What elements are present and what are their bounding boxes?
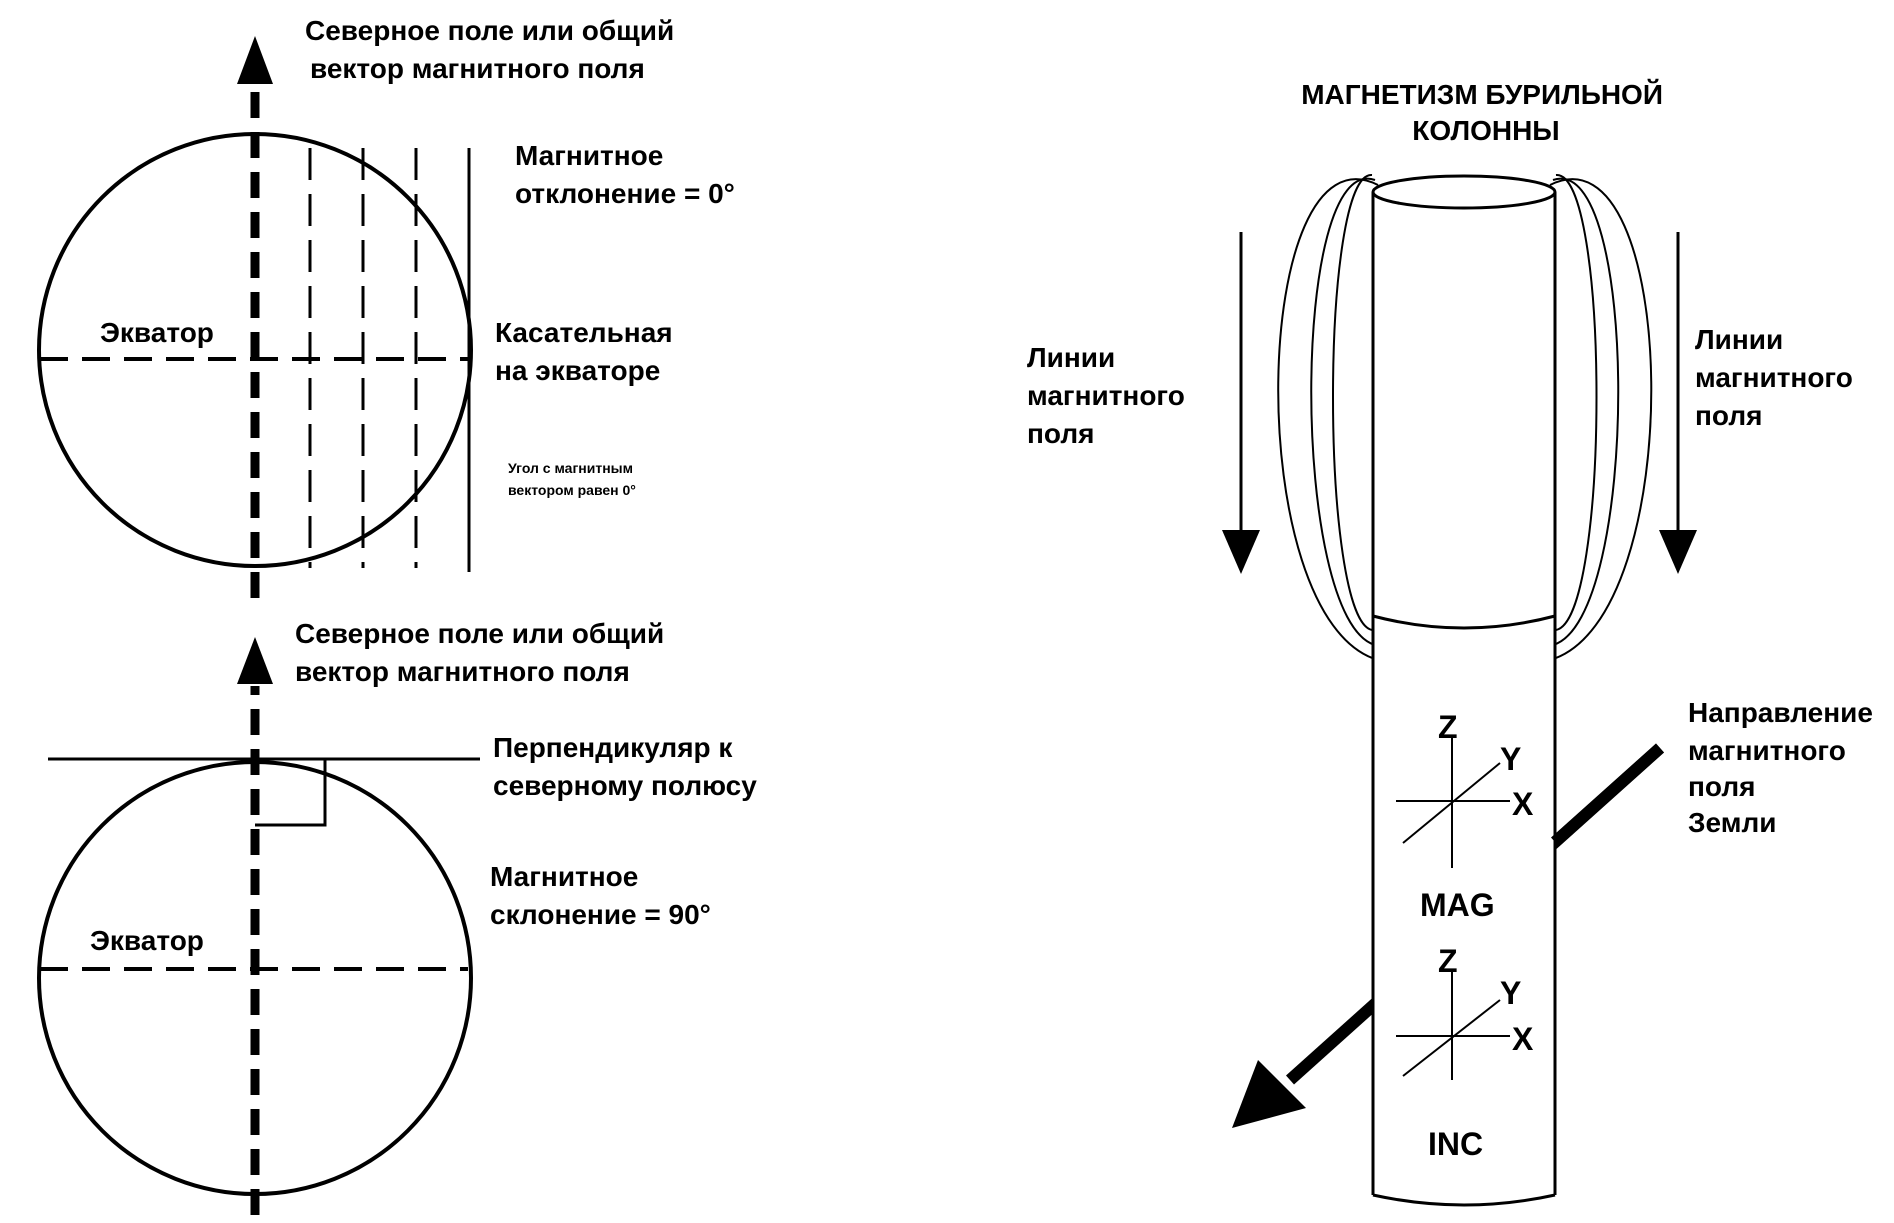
mag-x-axis-label: X [1512,786,1534,822]
field-loops-left [1277,173,1379,661]
drill-pipe-section-divider [1372,614,1556,630]
inc-z-axis-label: Z [1438,943,1458,979]
drill-pipe-bottom [1372,1193,1556,1207]
tangent-label: Касательная на экваторе [495,317,680,386]
earth-circle-bottom [37,760,473,1196]
inc-sensor-axes: Z Y X INC [1396,943,1534,1162]
equator-label-bottom: Экватор [90,925,204,956]
drill-string-title: МАГНЕТИЗМ БУРИЛЬНОЙ КОЛОННЫ [1301,78,1671,146]
north-arrowhead-bottom [237,637,273,684]
perpendicular-label: Перпендикуляр к северному полюсу [493,732,757,801]
inclination-label-bottom: Магнитное склонение = 90° [490,861,711,930]
field-loops-right [1549,173,1653,661]
earth-field-arrowhead [1232,1060,1306,1128]
inc-x-axis-label: X [1512,1021,1534,1057]
inc-y-axis-label: Y [1500,975,1521,1011]
mag-sensor-axes: Z Y X MAG [1396,709,1534,923]
bottom-earth-diagram: Северное поле или общий вектор магнитног… [37,618,757,1215]
top-earth-diagram: Северное поле или общий вектор магнитног… [37,15,735,598]
field-arrowhead-left [1222,530,1260,574]
earth-field-label: Направление магнитного поля Земли [1688,697,1881,838]
north-vector-label-bottom: Северное поле или общий вектор магнитног… [295,618,672,687]
equator-label-top: Экватор [100,317,214,348]
earth-field-arrow-exit [1550,743,1665,847]
inclination-label-top: Магнитное отклонение = 0° [515,140,735,209]
field-arrowhead-right [1659,530,1697,574]
north-vector-label-top: Северное поле или общий вектор магнитног… [305,15,682,84]
north-arrowhead-top [237,36,273,84]
mag-y-axis-label: Y [1500,741,1521,777]
drill-pipe-top [1371,174,1557,210]
earth-circle-top [37,132,473,568]
angle-note: Угол с магнитным вектором равен 0° [508,460,637,498]
mag-sensor-label: MAG [1420,887,1495,923]
right-angle-mark [255,759,327,827]
drill-string-diagram: МАГНЕТИЗМ БУРИЛЬНОЙ КОЛОННЫ [1027,78,1881,1207]
field-lines-label-right: Линии магнитного поля [1695,324,1861,431]
inc-sensor-label: INC [1428,1126,1483,1162]
field-lines-label-left: Линии магнитного поля [1027,342,1193,449]
mag-z-axis-label: Z [1438,709,1458,745]
